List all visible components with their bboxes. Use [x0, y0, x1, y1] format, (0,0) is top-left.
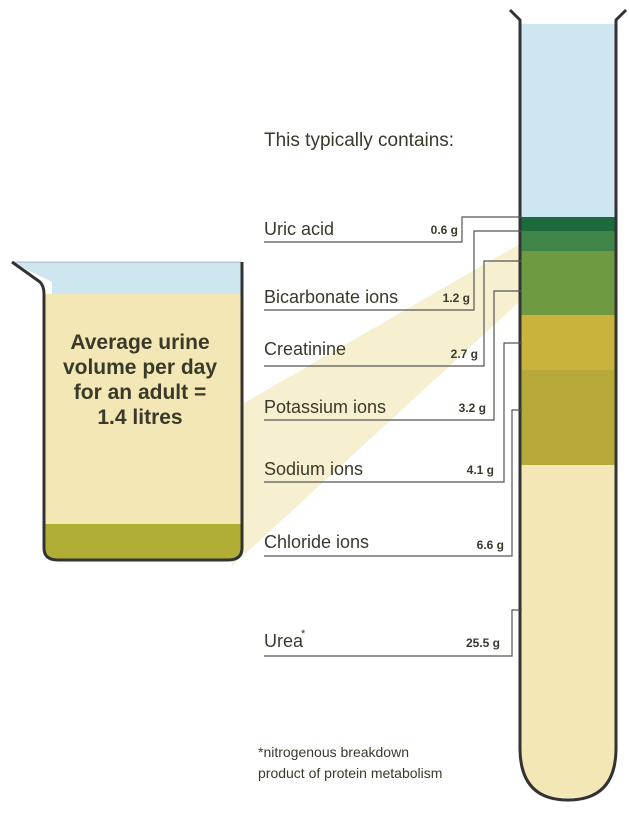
tube-band-potassium: [520, 370, 616, 465]
urea-asterisk: *: [301, 628, 306, 640]
tube-band-urea: [520, 465, 616, 798]
beaker-caption-line: volume per day: [62, 356, 218, 379]
component-amount: 6.6 g: [477, 538, 504, 552]
tube-band-bicarbonate: [520, 251, 616, 315]
beaker-caption-line: 1.4 litres: [97, 406, 183, 429]
component-name: Bicarbonate ions: [264, 287, 398, 307]
component-amount: 2.7 g: [451, 347, 478, 361]
component-amount: 3.2 g: [459, 401, 486, 415]
component-name: Urea: [264, 631, 304, 651]
beaker-caption: Average urine volume per day for an adul…: [44, 330, 236, 430]
projection-cone: [232, 238, 530, 566]
component-name: Chloride ions: [264, 532, 369, 552]
test-tube: [508, 8, 628, 802]
component-amount: 4.1 g: [467, 463, 494, 477]
tube-band-uric-acid-lower: [520, 231, 616, 251]
component-name: Sodium ions: [264, 459, 363, 479]
component-name: Uric acid: [264, 219, 334, 239]
tube-band-creatinine: [520, 315, 616, 370]
component-amount: 1.2 g: [443, 291, 470, 305]
footnote-line-1: *nitrogenous breakdown: [258, 744, 409, 760]
beaker-caption-line: for an adult =: [73, 381, 207, 404]
beaker: [11, 260, 244, 562]
tube-band-uric-acid: [520, 217, 616, 231]
component-amount: 25.5 g: [466, 636, 500, 650]
beaker-caption-line: Average urine: [70, 331, 210, 354]
component-name: Creatinine: [264, 339, 346, 359]
component-labels: Uric acid 0.6 g Bicarbonate ions 1.2 g C…: [264, 216, 522, 657]
heading: This typically contains:: [264, 130, 454, 151]
footnote-line-2: product of protein metabolism: [258, 765, 442, 781]
component-name: Potassium ions: [264, 397, 386, 417]
component-amount: 0.6 g: [431, 223, 458, 237]
